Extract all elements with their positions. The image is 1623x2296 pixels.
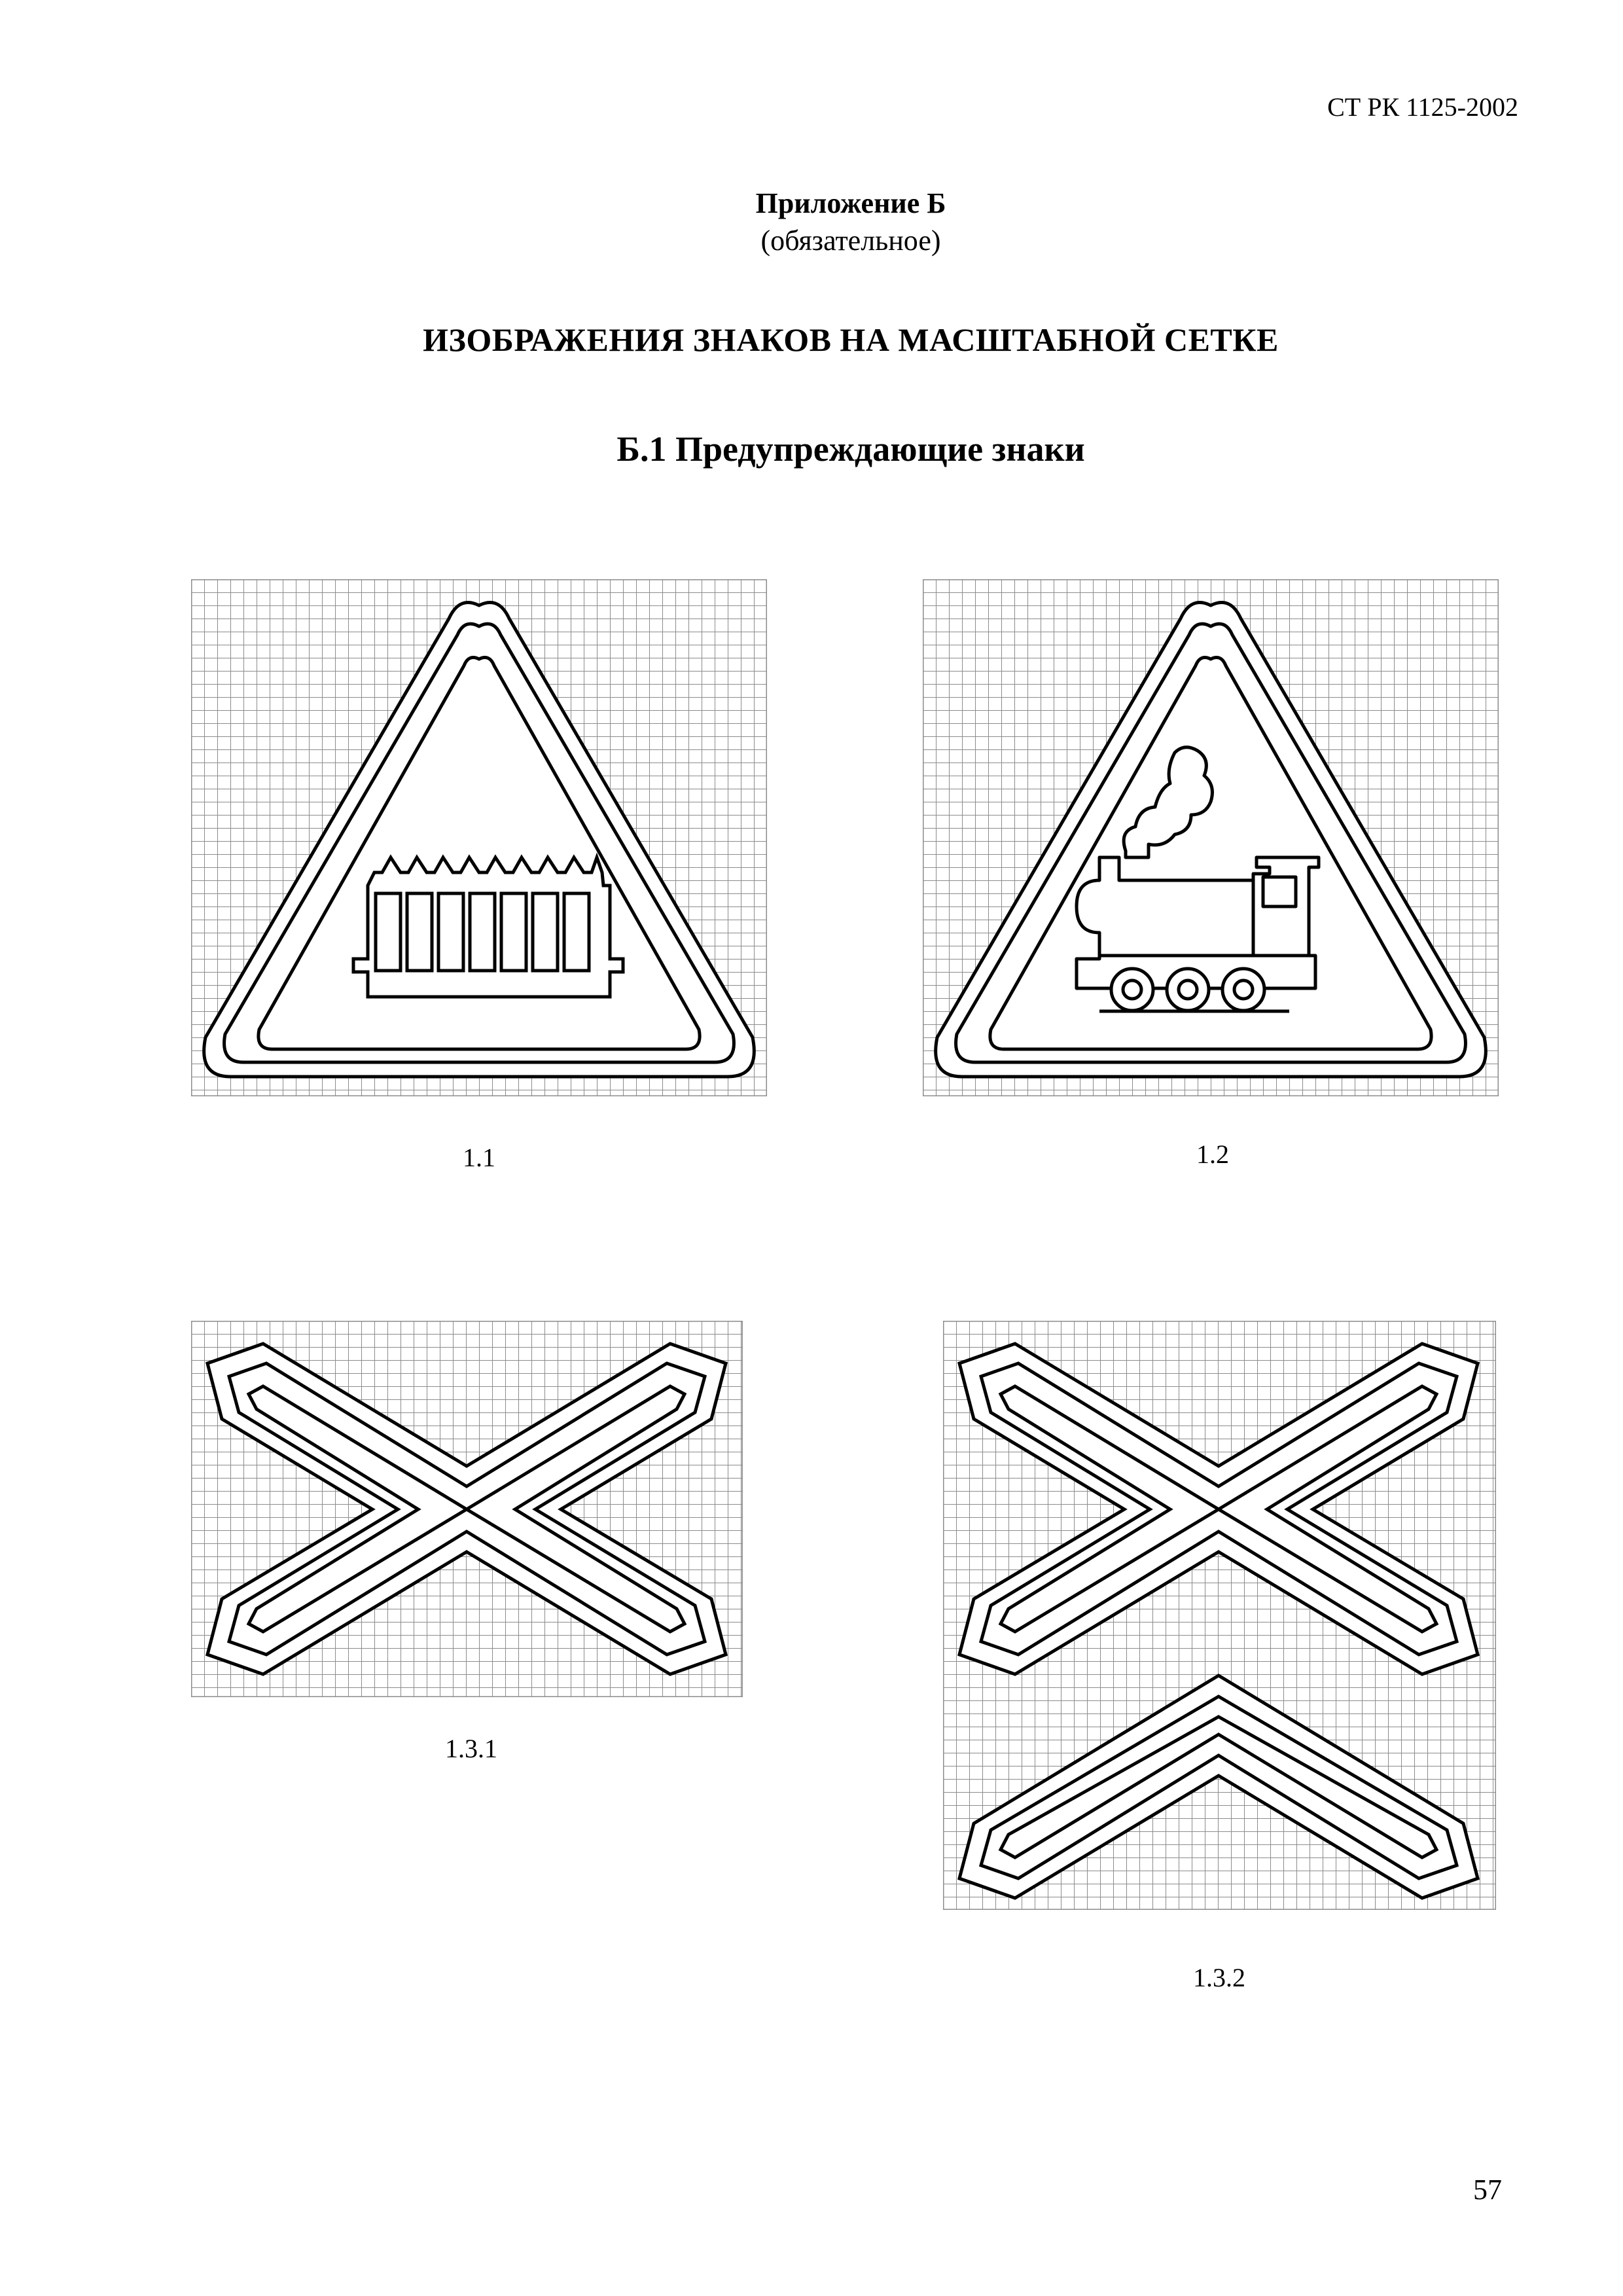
chevron-outline [957,1674,1480,1900]
document-code: СТ РК 1125-2002 [1327,92,1518,122]
figure-1-1-sign-drawing [191,579,767,1096]
section-title: Б.1 Предупреждающие знаки [616,429,1085,469]
figure-caption: 1.1 [463,1143,495,1172]
page-number: 57 [1473,2174,1502,2206]
level-crossing-barrier-sign [191,579,767,1096]
level-crossing-train-sign [923,579,1499,1096]
appendix-note: (обязательное) [760,224,941,257]
figure-1-3-2-sign-drawing [943,1321,1496,1910]
figure-1-3-1-sign-drawing [191,1321,743,1697]
smoke-icon [1122,745,1214,859]
train-icon [1075,745,1321,1013]
barrier-icon [351,852,625,999]
main-title: ИЗОБРАЖЕНИЯ ЗНАКОВ НА МАСШТАБНОЙ СЕТКЕ [423,321,1279,358]
single-track-cross-sign [191,1321,743,1697]
cross-outline [957,1342,1480,1676]
locomotive-window [1261,875,1298,908]
appendix-title: Приложение Б [755,187,946,219]
figure-caption: 1.3.2 [1193,1963,1245,1992]
figure-caption: 1.3.1 [445,1734,497,1763]
multi-track-cross-sign [943,1321,1496,1910]
cross-outline [205,1342,728,1676]
figure-caption: 1.2 [1196,1139,1229,1169]
figure-1-2-sign-drawing [923,579,1499,1096]
